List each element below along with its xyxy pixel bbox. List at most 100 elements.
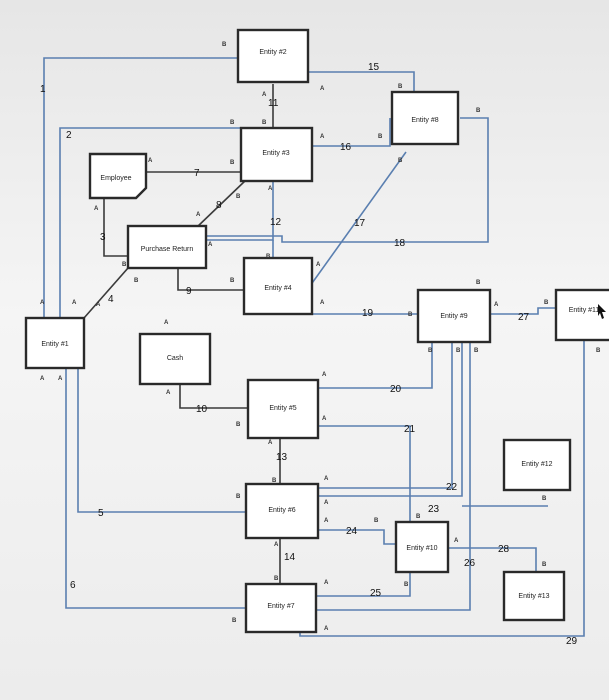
- entity-1-label: Entity #1: [41, 341, 68, 348]
- card-a: A: [208, 242, 213, 248]
- connector-1: [43, 57, 238, 318]
- connector-10: [179, 384, 248, 409]
- connectors: [43, 57, 585, 637]
- rel-16: 16: [340, 142, 352, 153]
- connector-2: [59, 127, 241, 318]
- rel-2: 2: [66, 130, 72, 141]
- rel-14: 14: [284, 552, 296, 563]
- card-b: B: [476, 280, 481, 286]
- connector-25: [316, 572, 411, 597]
- card-b: B: [236, 422, 241, 428]
- card-b: B: [122, 262, 127, 268]
- rel-27: 27: [518, 312, 530, 323]
- card-a: A: [196, 212, 201, 218]
- card-b: B: [230, 278, 235, 284]
- connector-6: [65, 367, 246, 609]
- entity-7-box[interactable]: [244, 582, 318, 634]
- entity-1-box[interactable]: [24, 316, 86, 370]
- entity-3-box[interactable]: [239, 126, 314, 183]
- entity-8-label: Entity #8: [411, 117, 438, 124]
- entity-13-label: Entity #13: [518, 593, 549, 600]
- card-b: B: [266, 254, 271, 260]
- connector-20: [318, 342, 433, 389]
- connector-17: [309, 151, 407, 287]
- card-a: A: [316, 262, 321, 268]
- card-b: B: [404, 582, 409, 588]
- rel-19: 19: [362, 308, 374, 319]
- entity-4-label: Entity #4: [264, 285, 291, 292]
- card-a: A: [320, 134, 325, 140]
- card-b: B: [262, 120, 267, 126]
- entity-13-box[interactable]: [502, 570, 566, 622]
- card-b: B: [542, 562, 547, 568]
- card-a: A: [72, 300, 77, 306]
- entity-8-box[interactable]: [390, 90, 460, 146]
- entity-5-label: Entity #5: [269, 405, 296, 412]
- relationship-numbers: 1 2 3 4 5 6 7 8 9 10 11 12 13 14 15 16 1…: [40, 62, 578, 647]
- card-b: B: [398, 84, 403, 90]
- connector-4: [83, 267, 129, 319]
- entity-4-box[interactable]: [242, 256, 314, 316]
- card-a: A: [454, 538, 459, 544]
- connector-3: [103, 198, 128, 257]
- connector-21: [318, 425, 411, 530]
- card-b: B: [408, 312, 413, 318]
- entity-11-box[interactable]: [554, 288, 609, 342]
- connector-28: [448, 547, 537, 572]
- card-b: B: [272, 478, 277, 484]
- card-b: B: [398, 158, 403, 164]
- card-a: A: [268, 440, 273, 446]
- entity-6-box[interactable]: [244, 482, 320, 540]
- cursor-icon: [598, 304, 606, 319]
- entity-10-box[interactable]: [394, 520, 450, 574]
- card-b: B: [236, 494, 241, 500]
- rel-26: 26: [464, 558, 476, 569]
- entity-2-label: Entity #2: [259, 49, 286, 56]
- rel-5: 5: [98, 508, 104, 519]
- entity-7-label: Entity #7: [267, 603, 294, 610]
- card-a: A: [96, 302, 101, 308]
- rel-9: 9: [186, 286, 192, 297]
- card-a: A: [320, 300, 325, 306]
- rel-12: 12: [270, 217, 282, 228]
- cash-label: Cash: [167, 355, 183, 362]
- rel-17: 17: [354, 218, 366, 229]
- employee-label: Employee: [100, 175, 131, 182]
- card-b: B: [428, 348, 433, 354]
- rel-3: 3: [100, 232, 106, 243]
- entity-labels: Entity #2 Entity #8 Entity #3 Employee P…: [41, 49, 599, 610]
- entity-12-label: Entity #12: [521, 461, 552, 468]
- connector-9: [177, 268, 244, 291]
- entity-9-box[interactable]: [416, 288, 492, 344]
- entity-12-box[interactable]: [502, 438, 572, 492]
- rel-20: 20: [390, 384, 402, 395]
- card-b: B: [274, 576, 279, 582]
- card-b: B: [236, 194, 241, 200]
- rel-6: 6: [70, 580, 76, 591]
- connector-26: [316, 342, 471, 611]
- rel-13: 13: [276, 452, 288, 463]
- rel-21: 21: [404, 424, 416, 435]
- employee-box[interactable]: [88, 152, 148, 200]
- card-b: B: [474, 348, 479, 354]
- cash-box[interactable]: [138, 332, 212, 386]
- card-a: A: [322, 416, 327, 422]
- card-a: A: [40, 376, 45, 382]
- card-b: B: [222, 42, 227, 48]
- rel-1: 1: [40, 84, 46, 95]
- rel-11: 11: [268, 98, 279, 109]
- entity-5-box[interactable]: [246, 378, 320, 440]
- card-a: A: [268, 186, 273, 192]
- card-b: B: [230, 160, 235, 166]
- card-a: A: [274, 542, 279, 548]
- purchase-return-label: Purchase Return: [141, 246, 194, 253]
- rel-25: 25: [370, 588, 382, 599]
- cardinality-markers: B A A B B B B A B B A B A B A A A B B A …: [40, 42, 601, 632]
- purchase-return-box[interactable]: [126, 224, 208, 270]
- card-b: B: [374, 518, 379, 524]
- entity-2-box[interactable]: [236, 28, 310, 84]
- card-b: B: [230, 120, 235, 126]
- rel-23: 23: [428, 504, 440, 515]
